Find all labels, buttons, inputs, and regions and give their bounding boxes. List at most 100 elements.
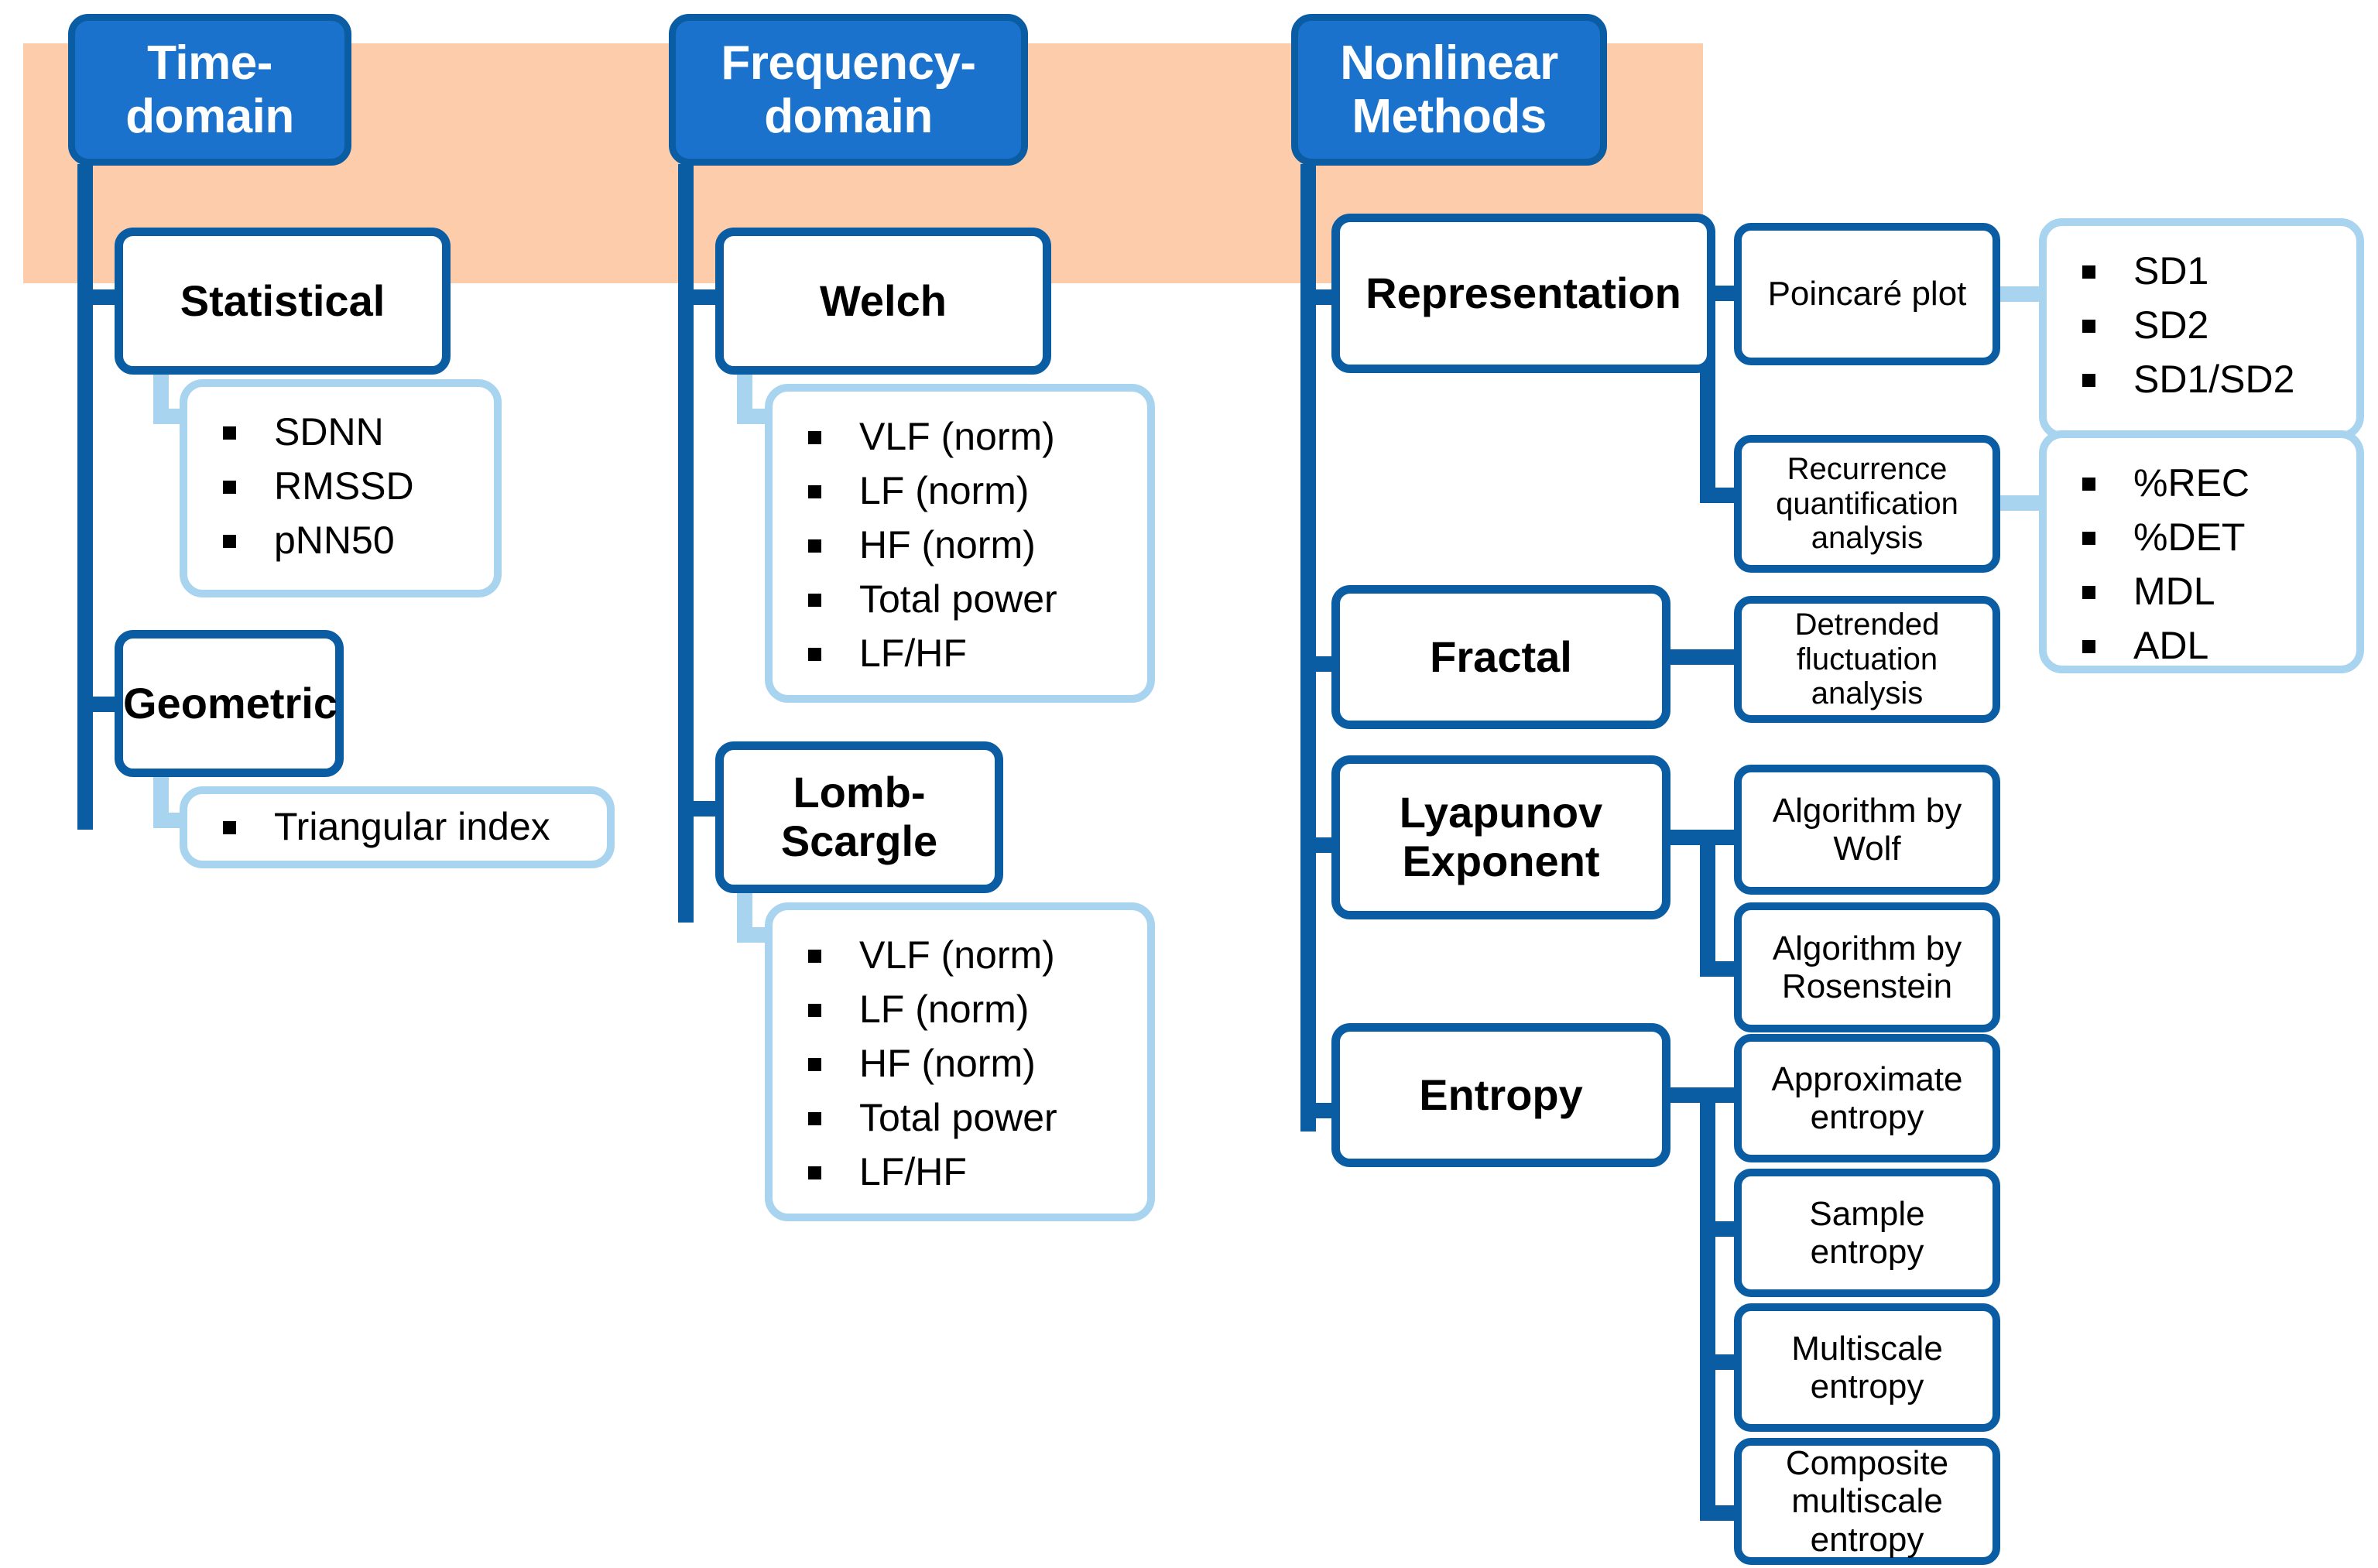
bullet-icon xyxy=(2082,586,2095,599)
metric-list-poincare: SD1 SD2 SD1/SD2 xyxy=(2047,246,2356,404)
root-box-nonlinear-methods[interactable]: Nonlinear Methods xyxy=(1291,14,1607,166)
bullet-icon xyxy=(223,481,236,494)
list-item: Total power xyxy=(773,574,1147,624)
connector-fractal-dfa xyxy=(1663,649,1749,665)
node-box-poincare-plot[interactable]: Poincaré plot xyxy=(1734,223,2000,365)
node-box-sample-entropy[interactable]: Sample entropy xyxy=(1734,1169,2000,1297)
node-box-entropy[interactable]: Entropy xyxy=(1331,1023,1670,1167)
node-label-multiscale-entropy: Multiscale entropy xyxy=(1791,1329,1943,1405)
list-item: SDNN xyxy=(187,407,494,457)
connector-frequency-welch xyxy=(678,289,726,305)
node-label-welch: Welch xyxy=(820,276,947,325)
list-item: SD2 xyxy=(2047,300,2356,350)
connector-time-geometric xyxy=(77,697,125,712)
root-label-time-domain: Time-domain xyxy=(125,36,294,143)
list-box-poincare-metrics[interactable]: SD1 SD2 SD1/SD2 xyxy=(2039,218,2364,440)
bullet-icon xyxy=(2082,532,2095,545)
connector-poincare-list xyxy=(1997,286,2045,302)
list-item: SD1/SD2 xyxy=(2047,354,2356,404)
connector-lyapunov-rosenstein xyxy=(1700,961,1745,977)
node-label-algorithm-by-wolf: Algorithm by Wolf xyxy=(1772,791,1962,868)
node-label-approximate-entropy: Approximate entropy xyxy=(1771,1060,1963,1136)
connector-entropy-bus-v xyxy=(1700,1087,1715,1521)
node-box-representation[interactable]: Representation xyxy=(1331,214,1715,373)
list-box-lomb-scargle-metrics[interactable]: VLF (norm) LF (norm) HF (norm) Total pow… xyxy=(765,902,1155,1221)
list-box-statistical-metrics[interactable]: SDNN RMSSD pNN50 xyxy=(180,379,502,597)
connector-rqa-list xyxy=(1997,495,2045,511)
metric-list-welch: VLF (norm) LF (norm) HF (norm) Total pow… xyxy=(773,412,1147,678)
connector-entropy-multiscale xyxy=(1700,1354,1745,1370)
list-item: LF (norm) xyxy=(773,984,1147,1034)
bullet-icon xyxy=(808,1058,821,1071)
metric-list-lomb-scargle: VLF (norm) LF (norm) HF (norm) Total pow… xyxy=(773,930,1147,1197)
bullet-icon xyxy=(808,431,821,444)
bullet-icon xyxy=(808,594,821,607)
list-item: VLF (norm) xyxy=(773,930,1147,980)
list-item: HF (norm) xyxy=(773,1039,1147,1088)
bullet-icon xyxy=(808,1166,821,1179)
node-label-recurrence-quantification-analysis: Recurrence quantification analysis xyxy=(1776,451,1958,556)
connector-entropy-sample xyxy=(1700,1221,1745,1237)
connector-frequency-lomb xyxy=(678,801,726,817)
node-box-algorithm-by-wolf[interactable]: Algorithm by Wolf xyxy=(1734,765,2000,895)
node-box-welch[interactable]: Welch xyxy=(715,228,1051,375)
bullet-icon xyxy=(2082,640,2095,653)
bullet-icon xyxy=(223,535,236,548)
list-item: LF (norm) xyxy=(773,466,1147,515)
list-item: Total power xyxy=(773,1093,1147,1142)
connector-time-trunk xyxy=(77,164,93,830)
bullet-icon xyxy=(2082,265,2095,279)
node-box-geometric[interactable]: Geometric xyxy=(115,630,344,777)
connector-nonlinear-trunk xyxy=(1300,164,1316,1131)
metric-list-statistical: SDNN RMSSD pNN50 xyxy=(187,407,494,565)
node-label-poincare-plot: Poincaré plot xyxy=(1767,275,1967,313)
connector-representation-rqa xyxy=(1700,488,1742,503)
list-item: pNN50 xyxy=(187,515,494,565)
list-item: VLF (norm) xyxy=(773,412,1147,461)
node-box-detrended-fluctuation-analysis[interactable]: Detrended fluctuation analysis xyxy=(1734,596,2000,723)
root-box-time-domain[interactable]: Time-domain xyxy=(68,14,351,166)
bullet-icon xyxy=(808,539,821,553)
node-box-algorithm-by-rosenstein[interactable]: Algorithm by Rosenstein xyxy=(1734,902,2000,1032)
node-box-fractal[interactable]: Fractal xyxy=(1331,585,1670,729)
connector-entropy-approximate xyxy=(1700,1087,1745,1103)
root-label-nonlinear-methods: Nonlinear Methods xyxy=(1340,36,1558,143)
list-item: %REC xyxy=(2047,458,2356,508)
bullet-icon xyxy=(808,1112,821,1125)
metric-list-geometric: Triangular index xyxy=(187,802,607,853)
list-item: Triangular index xyxy=(187,802,607,851)
list-box-welch-metrics[interactable]: VLF (norm) LF (norm) HF (norm) Total pow… xyxy=(765,384,1155,703)
list-item: LF/HF xyxy=(773,628,1147,678)
root-box-frequency-domain[interactable]: Frequency-domain xyxy=(669,14,1028,166)
list-item: %DET xyxy=(2047,512,2356,562)
node-box-lomb-scargle[interactable]: Lomb-Scargle xyxy=(715,741,1003,893)
list-box-rqa-metrics[interactable]: %REC %DET MDL ADL xyxy=(2039,430,2364,673)
list-item: HF (norm) xyxy=(773,520,1147,570)
node-label-entropy: Entropy xyxy=(1419,1070,1583,1119)
node-box-approximate-entropy[interactable]: Approximate entropy xyxy=(1734,1034,2000,1162)
node-label-geometric: Geometric xyxy=(123,678,338,728)
bullet-icon xyxy=(223,821,236,834)
bullet-icon xyxy=(808,648,821,661)
node-box-lyapunov-exponent[interactable]: Lyapunov Exponent xyxy=(1331,755,1670,919)
connector-frequency-trunk xyxy=(678,164,694,923)
bullet-icon xyxy=(808,950,821,963)
list-item: ADL xyxy=(2047,621,2356,670)
list-item: RMSSD xyxy=(187,461,494,511)
list-box-geometric-metrics[interactable]: Triangular index xyxy=(180,786,615,868)
node-box-composite-multiscale-entropy[interactable]: Composite multiscale entropy xyxy=(1734,1438,2000,1565)
bullet-icon xyxy=(2082,320,2095,333)
node-box-recurrence-quantification-analysis[interactable]: Recurrence quantification analysis xyxy=(1734,435,2000,573)
node-label-composite-multiscale-entropy: Composite multiscale entropy xyxy=(1785,1444,1949,1559)
node-label-sample-entropy: Sample entropy xyxy=(1809,1194,1925,1271)
node-box-statistical[interactable]: Statistical xyxy=(115,228,451,375)
node-label-detrended-fluctuation-analysis: Detrended fluctuation analysis xyxy=(1794,607,1940,711)
connector-lyapunov-bus-v xyxy=(1700,830,1715,977)
list-item: LF/HF xyxy=(773,1147,1147,1197)
node-label-algorithm-by-rosenstein: Algorithm by Rosenstein xyxy=(1772,929,1962,1005)
bullet-icon xyxy=(223,426,236,440)
bullet-icon xyxy=(2082,478,2095,491)
bullet-icon xyxy=(808,1004,821,1017)
node-box-multiscale-entropy[interactable]: Multiscale entropy xyxy=(1734,1303,2000,1432)
